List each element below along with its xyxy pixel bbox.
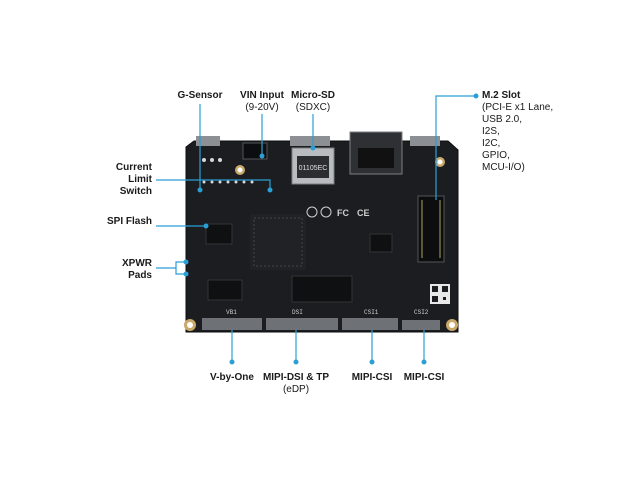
silk-csi2: CSI2 [414, 309, 429, 316]
chip [369, 233, 393, 253]
m2-feature: (PCI-E x1 Lane, [482, 102, 554, 113]
mipi-csi-1-title: MIPI-CSI [351, 372, 393, 383]
label-mipi-dsi: MIPI-DSI & TP (eDP) [256, 372, 336, 396]
label-vin-input: VIN Input (9-20V) [230, 90, 294, 114]
label-v-by-one: V-by-One [196, 372, 268, 384]
m2-title: M.2 Slot [482, 90, 521, 101]
m2-feature: MCU-I/O) [482, 162, 525, 173]
vbyone-connector [202, 318, 262, 330]
label-current-limit-switch: Current Limit Switch [96, 162, 152, 198]
mipi-csi-connector [402, 320, 440, 330]
silk-vb1: VB1 [226, 309, 237, 316]
mipi-csi-2-title: MIPI-CSI [403, 372, 445, 383]
label-m2-slot: M.2 Slot (PCI-E x1 Lane, USB 2.0, I2S, I… [482, 90, 592, 174]
g-sensor-title: G-Sensor [177, 90, 223, 101]
m2-feature: I2S, [482, 126, 500, 137]
microsd-title: Micro-SD [291, 90, 335, 101]
xpwr-title: XPWR Pads [122, 258, 152, 281]
usb-connector [196, 136, 220, 146]
label-spi-flash: SPI Flash [96, 216, 152, 228]
svg-text:FC: FC [337, 208, 349, 218]
label-mipi-csi-2: MIPI-CSI [396, 372, 452, 384]
vin-title: VIN Input [240, 90, 284, 101]
mipi-dsi-title: MIPI-DSI & TP [262, 372, 330, 383]
spi-flash-title: SPI Flash [106, 216, 152, 227]
mipi-dsi-sub: (eDP) [282, 384, 310, 395]
usb-connector [410, 136, 440, 146]
chip [207, 279, 243, 301]
silk-csi1: CSI1 [364, 309, 379, 316]
microsd-sub: (SDXC) [295, 102, 331, 113]
mipi-dsi-connector [266, 318, 338, 330]
usb-connector [290, 136, 330, 146]
label-xpwr-pads: XPWR Pads [96, 258, 152, 282]
label-micro-sd: Micro-SD (SDXC) [284, 90, 342, 114]
label-g-sensor: G-Sensor [170, 90, 230, 102]
label-mipi-csi-1: MIPI-CSI [344, 372, 400, 384]
svg-text:CE: CE [357, 208, 370, 218]
vin-sub: (9-20V) [245, 102, 279, 113]
mipi-csi-connector [342, 318, 398, 330]
vbyone-title: V-by-One [210, 372, 254, 383]
sd-marking: 01105EC [299, 165, 328, 172]
m2-feature: USB 2.0, [482, 114, 523, 125]
m2-feature-list: (PCI-E x1 Lane, USB 2.0, I2S, I2C, GPIO,… [482, 102, 592, 174]
m2-feature: GPIO, [482, 150, 510, 161]
soc-area [250, 214, 306, 270]
m2-feature: I2C, [482, 138, 501, 149]
silk-dsi: DSI [292, 309, 303, 316]
current-limit-title: Current Limit Switch [115, 162, 152, 197]
chip [291, 275, 353, 303]
spi-flash-chip [205, 223, 233, 245]
